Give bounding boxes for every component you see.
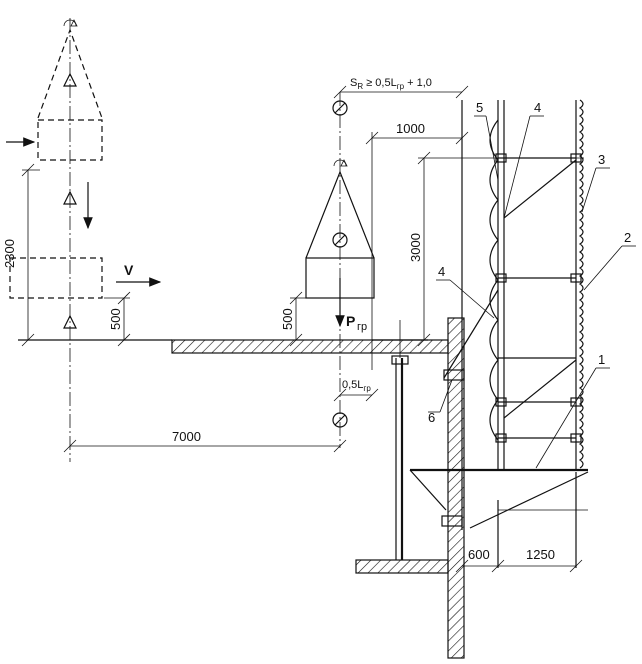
dim-500-mid-tick-top bbox=[289, 291, 303, 305]
left-lower-counterweight bbox=[9, 257, 103, 299]
halfl-sub: гр bbox=[363, 384, 371, 393]
dim-7000-tick-left bbox=[63, 439, 77, 453]
building-structure: 3000 bbox=[171, 151, 584, 659]
sr-rel: ≥ 0,5L bbox=[363, 77, 397, 89]
left-upper-counterweight bbox=[37, 119, 103, 161]
dim-500-left-label: 500 bbox=[108, 308, 123, 330]
load-label: P bbox=[346, 313, 355, 329]
leader-4-top bbox=[503, 115, 531, 219]
axis-marker-bottom-icon bbox=[332, 412, 348, 428]
center-rotate-arrow-icon bbox=[340, 159, 348, 167]
load-label-sub: гр bbox=[357, 321, 367, 333]
callout-5: 5 bbox=[476, 100, 483, 115]
building-wall bbox=[447, 317, 465, 659]
axis-marker-mid-slash bbox=[334, 234, 346, 246]
coupler-1b bbox=[570, 153, 582, 163]
inner-profile bbox=[489, 119, 499, 441]
coupler-2a bbox=[495, 273, 507, 283]
callout-6: 6 bbox=[428, 410, 435, 425]
dim-sr-tick-left bbox=[333, 85, 347, 99]
upper-tie bbox=[443, 289, 499, 379]
dim-3000-tick-bottom bbox=[417, 333, 431, 347]
axis-marker-top-icon bbox=[332, 100, 348, 116]
callout-1: 1 bbox=[598, 352, 605, 367]
left-rotate-arrow-icon bbox=[70, 19, 78, 27]
center-crane: P гр 500 SR ≥ 0,5Lгр + 1,0 1000 0,5Lгр bbox=[280, 77, 469, 448]
callout-4-top: 4 bbox=[534, 100, 541, 115]
dim-sr-formula: SR ≥ 0,5Lгр + 1,0 bbox=[350, 77, 432, 91]
sr-sub2: гр bbox=[397, 82, 405, 91]
coupler-2b bbox=[570, 273, 582, 283]
velocity-label: V bbox=[124, 262, 134, 278]
dim-1000-label: 1000 bbox=[396, 121, 425, 136]
sr-tail: + 1,0 bbox=[404, 77, 432, 89]
sr-main: S bbox=[350, 77, 357, 89]
left-crane: V 2300 500 7000 bbox=[2, 18, 347, 462]
sling-lines bbox=[305, 170, 375, 259]
dim-3000-label: 3000 bbox=[408, 233, 423, 262]
left-pivot-mid-icon bbox=[63, 190, 77, 205]
coupler-5b bbox=[570, 433, 582, 443]
bracket-anchor bbox=[441, 515, 463, 527]
dim-2300-label: 2300 bbox=[2, 239, 17, 268]
left-pivot-top-icon bbox=[63, 72, 77, 87]
left-jib-triangle bbox=[37, 28, 103, 119]
leader-2 bbox=[583, 245, 623, 291]
leader-5 bbox=[485, 115, 499, 181]
callout-2: 2 bbox=[624, 230, 631, 245]
dim-600-tick-right bbox=[491, 559, 505, 573]
callout-4-mid: 4 bbox=[438, 264, 445, 279]
left-pivot-bottom-icon bbox=[63, 314, 77, 329]
dim-sr-tick-right bbox=[455, 85, 469, 99]
mesh-netting bbox=[578, 99, 584, 469]
upper-anchor bbox=[443, 369, 465, 381]
dim-7000-label: 7000 bbox=[172, 429, 201, 444]
coupler-4a bbox=[495, 397, 507, 407]
dim-halfl-tick-left bbox=[333, 388, 347, 402]
dim-500-mid-label: 500 bbox=[280, 308, 295, 330]
bracket-brace-left bbox=[409, 469, 447, 511]
dim-halfl-tick-right bbox=[365, 388, 379, 402]
dim-500-left-tick-top bbox=[117, 291, 131, 305]
dim-1250-tick-right bbox=[569, 559, 583, 573]
callouts: 5 4 3 2 1 4 6 bbox=[428, 100, 636, 469]
leader-3 bbox=[581, 167, 597, 213]
dim-600-tick-left bbox=[455, 559, 469, 573]
coupler-1a bbox=[495, 153, 507, 163]
upper-floor-slab bbox=[171, 339, 449, 354]
scaffold: 600 1250 bbox=[409, 99, 589, 573]
diagonal-brace-lower bbox=[503, 359, 577, 419]
halfl-main: 0,5L bbox=[342, 379, 363, 391]
dim-halfl-formula: 0,5Lгр bbox=[342, 379, 371, 393]
leader-6 bbox=[439, 379, 453, 413]
lower-floor-slab bbox=[355, 559, 449, 574]
leader-4-mid bbox=[449, 279, 495, 319]
axis-marker-bottom-slash bbox=[334, 414, 346, 426]
dim-1250-label: 1250 bbox=[526, 547, 555, 562]
axis-marker-top-slash bbox=[334, 102, 346, 114]
callout-3: 3 bbox=[598, 152, 605, 167]
dim-600-label: 600 bbox=[468, 547, 490, 562]
sr-sub: R bbox=[357, 82, 363, 91]
leader-1 bbox=[535, 367, 597, 469]
axis-marker-mid-icon bbox=[332, 232, 348, 248]
diagonal-brace-upper bbox=[503, 159, 577, 219]
bracket-strut bbox=[469, 471, 589, 529]
dim-2300-tick-top bbox=[21, 163, 35, 177]
coupler-4b bbox=[570, 397, 582, 407]
coupler-5a bbox=[495, 433, 507, 443]
